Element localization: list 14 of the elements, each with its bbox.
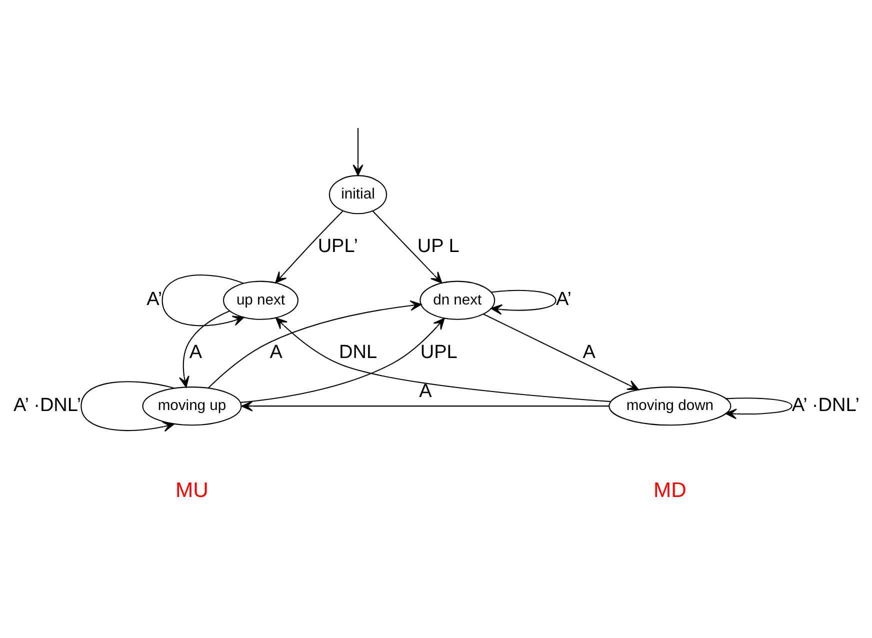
edge-label: UPL’ — [317, 236, 358, 258]
edge-label: DNL — [338, 342, 377, 363]
edge-label: UPL — [420, 342, 457, 363]
node-label: MD — [653, 479, 686, 502]
edge-label: A — [582, 342, 595, 363]
edge-label: A’ — [146, 289, 162, 310]
node-label: MU — [175, 479, 208, 502]
edge-label: A — [418, 380, 432, 402]
edge-label: A’ ·DNL’ — [791, 394, 859, 416]
edge-label: UP L — [416, 236, 459, 258]
edge-label: A — [269, 342, 282, 363]
edge-label: A’ ·DNL’ — [13, 394, 81, 416]
edge-label: A — [188, 342, 202, 363]
edge-label: A’ — [556, 289, 572, 310]
